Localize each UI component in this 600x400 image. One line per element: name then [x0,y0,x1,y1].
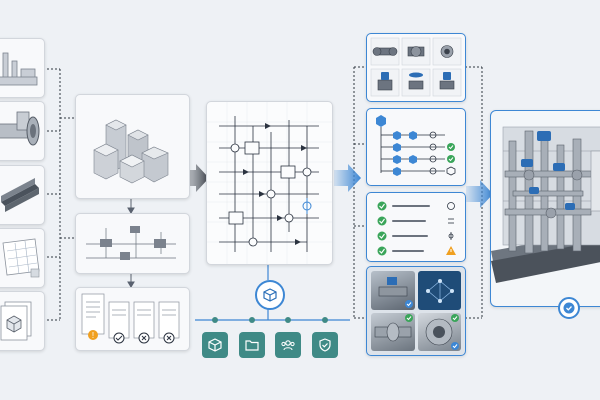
files-tool-button[interactable] [239,332,265,358]
source-card-blueprint[interactable] [0,228,45,288]
documents-review-card[interactable]: ! [75,287,190,351]
site-plant-icon [0,52,38,86]
blueprint-sheet-icon [2,238,40,278]
fabricated-skid-card[interactable] [490,110,600,307]
network-diagram-thumbnail[interactable] [418,271,461,310]
team-tool-button[interactable] [275,332,301,358]
shield-check-icon [319,338,331,352]
steel-beam-icon [1,178,39,212]
model-tool-button[interactable] [202,332,228,358]
pipe-fitting-thumbnail[interactable] [371,313,415,351]
validation-checklist-card[interactable] [366,192,466,262]
document-review-set: ! [81,293,180,344]
validation-checklist [377,201,456,256]
source-card-beam[interactable] [0,165,45,225]
source-card-document[interactable] [0,291,45,351]
logic-tree-diagram [376,115,456,176]
process-skid-render [491,126,600,283]
pipe-flange-icon [0,111,40,146]
hub-node[interactable] [255,280,285,310]
valve-photo-thumbnail[interactable] [371,271,415,310]
valve-components-grid [370,37,462,97]
components-catalog-card[interactable] [366,33,466,102]
process-diagram-card[interactable] [75,213,190,274]
process-diagram-thumbnail [86,226,176,260]
pid-schematic-card[interactable] [206,101,333,265]
svg-text:!: ! [92,331,94,340]
logic-tree-card[interactable] [366,108,466,186]
check-icon [563,302,575,314]
check-badge [113,332,125,344]
folder-icon [245,340,259,351]
flange-thumbnail[interactable] [418,313,461,351]
building-blocks-3d-icon [93,119,169,184]
security-tool-button[interactable] [312,332,338,358]
source-card-pipe[interactable] [0,101,45,161]
team-icon [281,340,295,351]
flow-arrow-3 [466,180,493,208]
flow-arrow-2 [334,164,361,192]
cube-icon [208,338,222,352]
warning-badge [88,330,98,340]
asset-gallery-card[interactable] [366,266,466,356]
cube-icon [263,288,277,302]
pid-schematic-drawing [207,102,332,264]
approved-check-badge [558,297,580,319]
source-card-plant[interactable] [0,38,45,98]
model-3d-card[interactable] [75,94,190,199]
document-cube-icon [0,301,32,341]
